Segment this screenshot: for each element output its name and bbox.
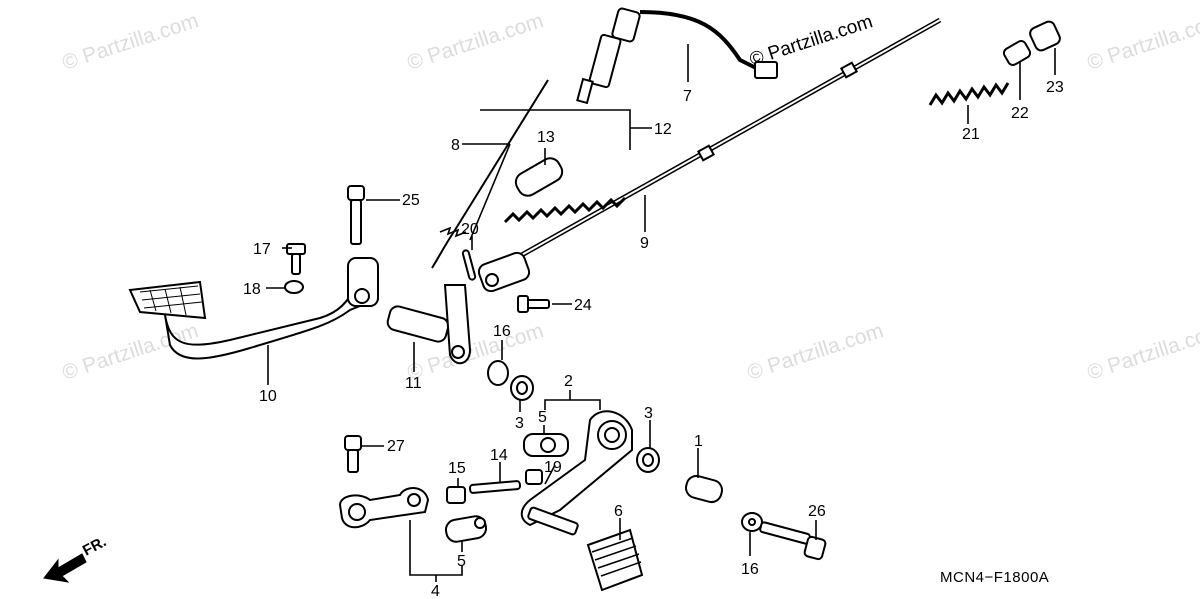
callout-8: 8 xyxy=(451,137,460,154)
watermark: © Partzilla.com xyxy=(1084,9,1200,75)
part-collar-1 xyxy=(685,474,723,504)
part-bolt-24 xyxy=(517,295,550,313)
callout-14: 14 xyxy=(490,447,508,464)
callout-9: 9 xyxy=(640,235,649,252)
watermark: © Partzilla.com xyxy=(1084,319,1200,385)
callout-20: 20 xyxy=(461,221,479,238)
part-bearing-3-upper xyxy=(510,375,534,401)
part-bolt-25 xyxy=(347,185,365,245)
watermark: © Partzilla.com xyxy=(404,9,546,75)
part-bearing-3-right xyxy=(636,447,660,473)
front-label: FR. xyxy=(80,533,109,559)
callout-7: 7 xyxy=(683,88,692,105)
callout-22: 22 xyxy=(1011,105,1029,122)
part-return-spring xyxy=(431,79,549,269)
part-peg-rubber xyxy=(586,528,644,592)
callout-10: 10 xyxy=(259,388,277,405)
part-joint-5-lower xyxy=(444,515,488,543)
callout-26: 26 xyxy=(808,503,826,520)
callout-21: 21 xyxy=(962,126,980,143)
part-spring-21 xyxy=(928,82,1010,106)
part-rubber-sleeve xyxy=(514,157,564,197)
part-brake-switch xyxy=(576,7,778,105)
callout-17: 17 xyxy=(253,241,271,258)
callout-23: 23 xyxy=(1046,79,1064,96)
diagram-code: MCN4−F1800A xyxy=(940,569,1049,586)
callout-25: 25 xyxy=(402,192,420,209)
part-spring-12 xyxy=(503,196,627,224)
part-bolt-26 xyxy=(759,521,827,561)
part-nut-15 xyxy=(446,486,466,504)
part-washer-16-upper xyxy=(487,360,509,386)
part-nut-23 xyxy=(1029,20,1061,52)
callout-16-lower: 16 xyxy=(741,561,759,578)
part-washer-16-lower xyxy=(741,512,763,532)
part-bolt-17 xyxy=(286,243,306,275)
part-shift-arm xyxy=(338,487,430,529)
part-pivot-shaft xyxy=(386,284,472,365)
front-arrow-icon xyxy=(43,553,87,583)
part-brake-pedal xyxy=(128,257,379,360)
callout-6: 6 xyxy=(614,503,623,520)
callout-5-lower: 5 xyxy=(457,553,466,570)
part-collar-22 xyxy=(1002,40,1032,66)
callout-labels: 7 8 12 13 9 25 17 18 20 24 10 11 16 3 2 … xyxy=(243,79,1064,599)
watermark: © Partzilla.com xyxy=(744,319,886,385)
part-rod-14 xyxy=(468,480,522,494)
callout-3-right: 3 xyxy=(644,405,653,422)
callout-19: 19 xyxy=(544,459,562,476)
leader-lines xyxy=(266,44,1056,582)
callout-2: 2 xyxy=(564,373,573,390)
callout-24: 24 xyxy=(574,297,592,314)
callout-11: 11 xyxy=(405,375,422,392)
callout-1: 1 xyxy=(694,433,703,450)
part-joint-5-upper xyxy=(523,433,569,457)
callout-13: 13 xyxy=(537,129,555,146)
callout-5-upper: 5 xyxy=(538,409,547,426)
part-step-holder xyxy=(520,410,633,536)
front-direction-indicator: FR. xyxy=(43,533,109,583)
part-washer-18 xyxy=(284,280,304,294)
part-bolt-27 xyxy=(344,435,362,473)
part-clevis xyxy=(461,249,531,293)
callout-3-left: 3 xyxy=(515,415,524,432)
callout-16-upper: 16 xyxy=(493,323,511,340)
callout-4: 4 xyxy=(431,583,440,599)
watermark: © Partzilla.com xyxy=(59,9,201,75)
callout-27: 27 xyxy=(387,438,405,455)
callout-18: 18 xyxy=(243,281,261,298)
callout-15: 15 xyxy=(448,460,466,477)
part-nut-19 xyxy=(525,469,543,485)
callout-12: 12 xyxy=(654,121,672,138)
part-brake-rod xyxy=(493,17,942,273)
